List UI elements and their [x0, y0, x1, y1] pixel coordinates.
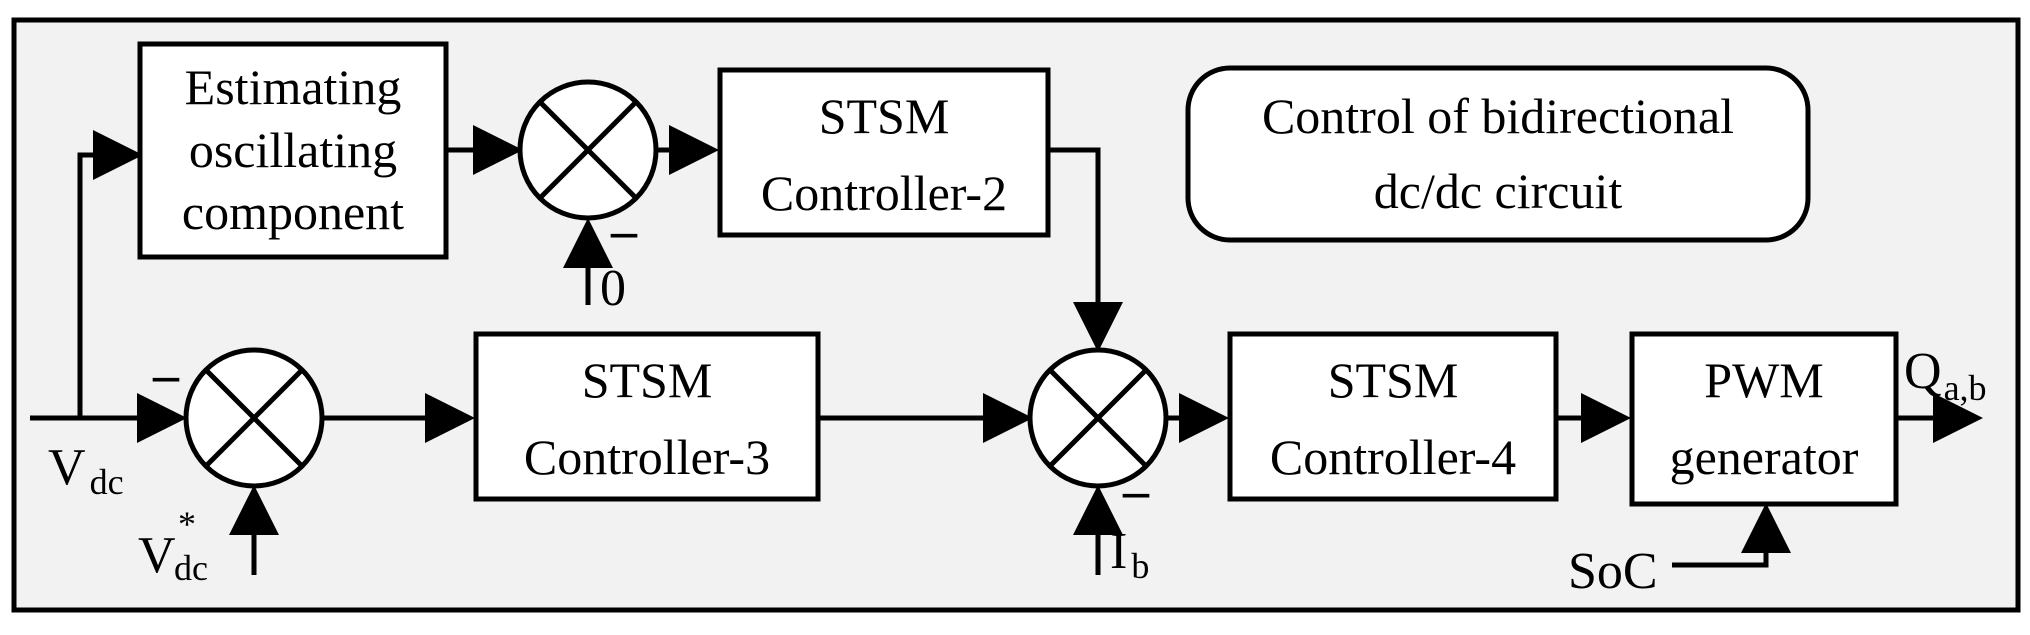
- vdc-ref-sup: *: [178, 504, 196, 544]
- pwm-line-1: PWM: [1704, 352, 1823, 408]
- pwm-block: PWM generator: [1629, 331, 1899, 507]
- sum3-minus-sign: –: [610, 203, 638, 260]
- controller3-block: STSM Controller-3: [473, 331, 821, 502]
- q-main: Q: [1904, 343, 1942, 400]
- controller2-line-1: STSM: [819, 88, 950, 144]
- estimator-line-3: component: [182, 184, 404, 240]
- vdc-ref-label: V*dc: [138, 504, 208, 588]
- sum-junction-3: [517, 79, 659, 221]
- vdc-sub: dc: [90, 462, 124, 502]
- title-line-2: dc/dc circuit: [1374, 163, 1623, 219]
- ib-sub: b: [1131, 546, 1149, 586]
- pwm-line-2: generator: [1670, 429, 1859, 485]
- wire-soc-to-pwm: [1672, 503, 1791, 568]
- controller3-line-2: Controller-3: [524, 429, 770, 485]
- title-box: Control of bidirectional dc/dc circuit: [1185, 65, 1811, 243]
- soc-label: SoC: [1568, 543, 1658, 600]
- estimator-line-2: oscillating: [189, 122, 397, 178]
- q-sub: a,b: [1944, 368, 1987, 408]
- vdc-main: V: [48, 439, 86, 496]
- sum-junction-1: [183, 347, 325, 489]
- wire-vdc-to-estimator: [77, 130, 143, 418]
- sum1-minus-sign: –: [152, 347, 180, 404]
- wire-controller2-to-sum2: [1048, 147, 1123, 352]
- vdc-ref-sub: dc: [174, 548, 208, 588]
- title-line-1: Control of bidirectional: [1262, 88, 1734, 144]
- q-output-label: Qa,b: [1904, 343, 1987, 408]
- estimator-line-1: Estimating: [185, 59, 402, 115]
- estimator-block: Estimating oscillating component: [137, 41, 449, 260]
- controller3-line-1: STSM: [582, 352, 713, 408]
- zero-label: 0: [600, 260, 626, 317]
- controller2-block: STSM Controller-2: [717, 67, 1051, 238]
- controller4-block: STSM Controller-4: [1227, 331, 1559, 502]
- controller2-line-2: Controller-2: [761, 165, 1007, 221]
- sum2-minus-sign: –: [1122, 463, 1150, 520]
- ib-main: I: [1110, 523, 1127, 580]
- controller4-line-2: Controller-4: [1270, 429, 1516, 485]
- controller4-line-1: STSM: [1328, 352, 1459, 408]
- sum-junction-2: [1027, 347, 1169, 489]
- vdc-ref-main: V: [138, 527, 176, 584]
